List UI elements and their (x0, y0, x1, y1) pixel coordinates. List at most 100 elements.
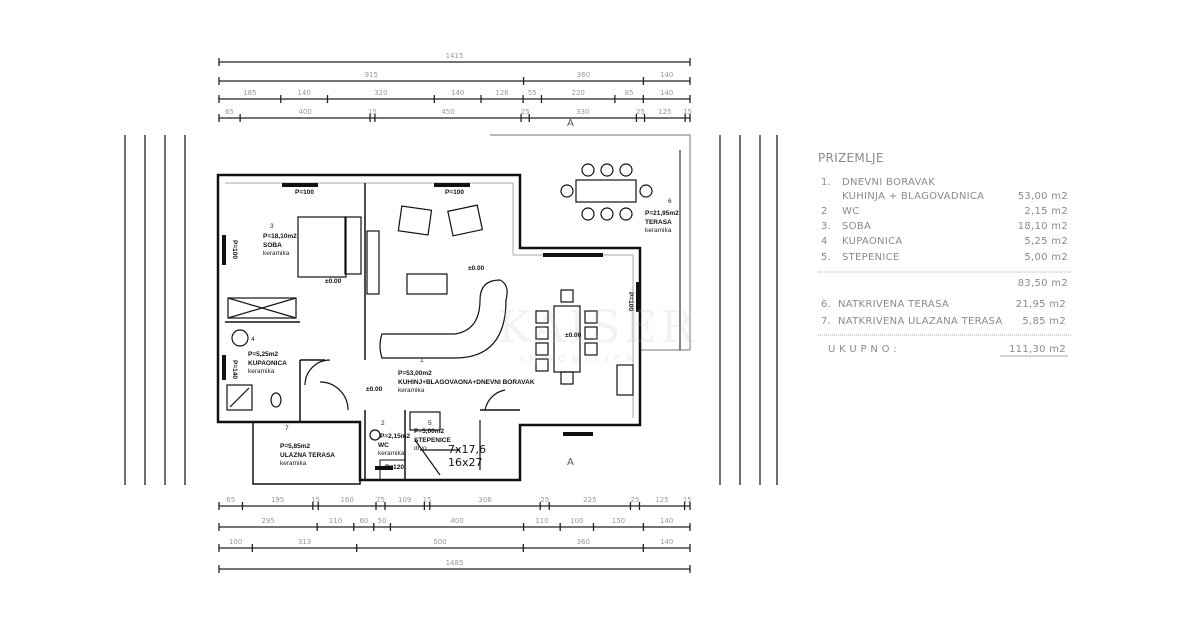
stair-spec: 7x17,6 (448, 443, 486, 456)
dimension-label: 65 (226, 496, 235, 504)
legend-num: 4 (821, 236, 828, 247)
dimension-label: 25 (376, 496, 385, 504)
legend-name: NATKRIVENA TERASA (838, 299, 949, 310)
dimension-label: 126 (495, 89, 509, 97)
legend-num: 6. (821, 299, 831, 310)
legend-name: NATKRIVENA ULAZANA TERASA (838, 316, 1003, 327)
legend-area: 53,00 m2 (1018, 191, 1068, 202)
dimension-label: 320 (374, 89, 387, 97)
dimension-label: 25 (540, 496, 549, 504)
room-kupaonica: 4 P=5,25m2 KUPAONICA keramika (248, 336, 287, 375)
dimension-label: 140 (660, 517, 673, 525)
legend-name: DNEVNI BORAVAK (842, 177, 935, 188)
room-area: P=18,10m2 (263, 233, 297, 240)
dimension-label: 60 (359, 517, 368, 525)
dimension-label: 140 (660, 71, 673, 79)
room-floor: keramika (280, 460, 307, 467)
level-mark: ±0.00 (565, 332, 582, 339)
level-marks: ±0.00 ±0.00 ±0.00 ±0.00 (325, 265, 582, 393)
level-mark: ±0.00 (325, 278, 342, 285)
section-mark-bottom: A (567, 457, 574, 468)
window-label: P=120 (385, 464, 404, 471)
dimension-label: 1415 (446, 52, 464, 60)
room-floor: keramika (645, 227, 672, 234)
legend-name: KUHINJA + BLAGOVADNICA (842, 191, 984, 202)
dimension-label: 15 (311, 496, 320, 504)
dimension-label: 195 (271, 496, 284, 504)
window-label: P=140 (231, 360, 238, 379)
dimension-label: 50 (378, 517, 387, 525)
legend-subtotal: 83,50 m2 (1018, 278, 1068, 289)
dimension-label: 400 (298, 108, 311, 116)
room-number: 5 (428, 420, 432, 427)
window-label: P=100 (231, 240, 238, 259)
dimension-label: 220 (571, 89, 584, 97)
dimension-label: 915 (365, 71, 378, 79)
watermark-sub: IMMOBILIEN (520, 354, 640, 365)
dimension-label: 15 (683, 108, 692, 116)
room-number: 2 (381, 420, 385, 427)
legend-num: 7. (821, 316, 831, 327)
legend-num: 2 (821, 206, 828, 217)
dimension-label: 150 (612, 517, 625, 525)
dimension-label: 306 (478, 496, 492, 504)
dimension-label: 25 (630, 496, 639, 504)
legend-area: 5,85 m2 (1022, 316, 1066, 327)
dimension-label: 110 (329, 517, 342, 525)
dimension-label: 100 (229, 538, 242, 546)
dimension-label: 125 (655, 496, 668, 504)
legend-area: 21,95 m2 (1016, 299, 1066, 310)
dimension-label: 500 (433, 538, 446, 546)
dimension-label: 110 (535, 517, 548, 525)
window-label: P=100 (295, 189, 314, 196)
room-area: P=5,85m2 (280, 443, 311, 450)
dimension-label: 330 (576, 108, 589, 116)
dimension-label: 15 (423, 496, 432, 504)
furniture (226, 163, 653, 476)
room-floor: keramika (398, 387, 425, 394)
room-area: P=53,00m2 (398, 370, 432, 377)
area-legend: PRIZEMLJE 1. DNEVNI BORAVAK KUHINJA + BL… (818, 151, 1072, 357)
room-number: 1 (420, 357, 424, 364)
dimension-label: 15 (368, 108, 377, 116)
room-number: 6 (668, 198, 672, 205)
room-area: P=5,25m2 (248, 351, 279, 358)
watermark-logo: KAISER (498, 302, 698, 353)
side-dimension-lines (124, 135, 778, 485)
room-wc: 2 P=2,15m2 WC keramika (378, 420, 411, 457)
dimension-label: 15 (683, 496, 692, 504)
legend-area: 18,10 m2 (1018, 221, 1068, 232)
room-floor: keramika (248, 368, 275, 375)
room-stepenice: 5 P=5,00m2 STEPENICE drvo 7x17,6 16x27 (414, 420, 486, 469)
dimension-label: 25 (521, 108, 530, 116)
room-number: 4 (251, 336, 255, 343)
legend-total-label: U K U P N O : (828, 344, 897, 355)
legend-name: WC (842, 206, 859, 217)
room-name: TERASA (645, 219, 672, 226)
dimension-label: 400 (450, 517, 463, 525)
room-floor: keramika (263, 250, 290, 257)
room-name: KUPAONICA (248, 360, 287, 367)
room-name: STEPENICE (414, 437, 452, 444)
room-soba: 3 P=18,10m2 SOBA keramika (263, 223, 297, 257)
dimension-label: 55 (528, 89, 537, 97)
room-area: P=5,00m2 (414, 428, 445, 435)
level-mark: ±0.00 (468, 265, 485, 272)
room-area: P=2,15m2 (380, 433, 411, 440)
legend-area: 2,15 m2 (1024, 206, 1068, 217)
section-mark-top: A (567, 118, 574, 129)
dimension-label: 313 (298, 538, 311, 546)
dimension-label: 85 (625, 89, 634, 97)
room-area: P=21,95m2 (645, 210, 679, 217)
window-label: P=100 (445, 189, 464, 196)
room-number: 7 (285, 425, 289, 432)
legend-name: STEPENICE (842, 252, 900, 263)
room-name: SOBA (263, 242, 282, 249)
dimension-label: 160 (340, 496, 353, 504)
legend-num: 3. (821, 221, 831, 232)
legend-num: 5. (821, 252, 831, 263)
room-ulazna-terasa: 7 P=5,85m2 ULAZNA TERASA keramika (280, 425, 335, 467)
